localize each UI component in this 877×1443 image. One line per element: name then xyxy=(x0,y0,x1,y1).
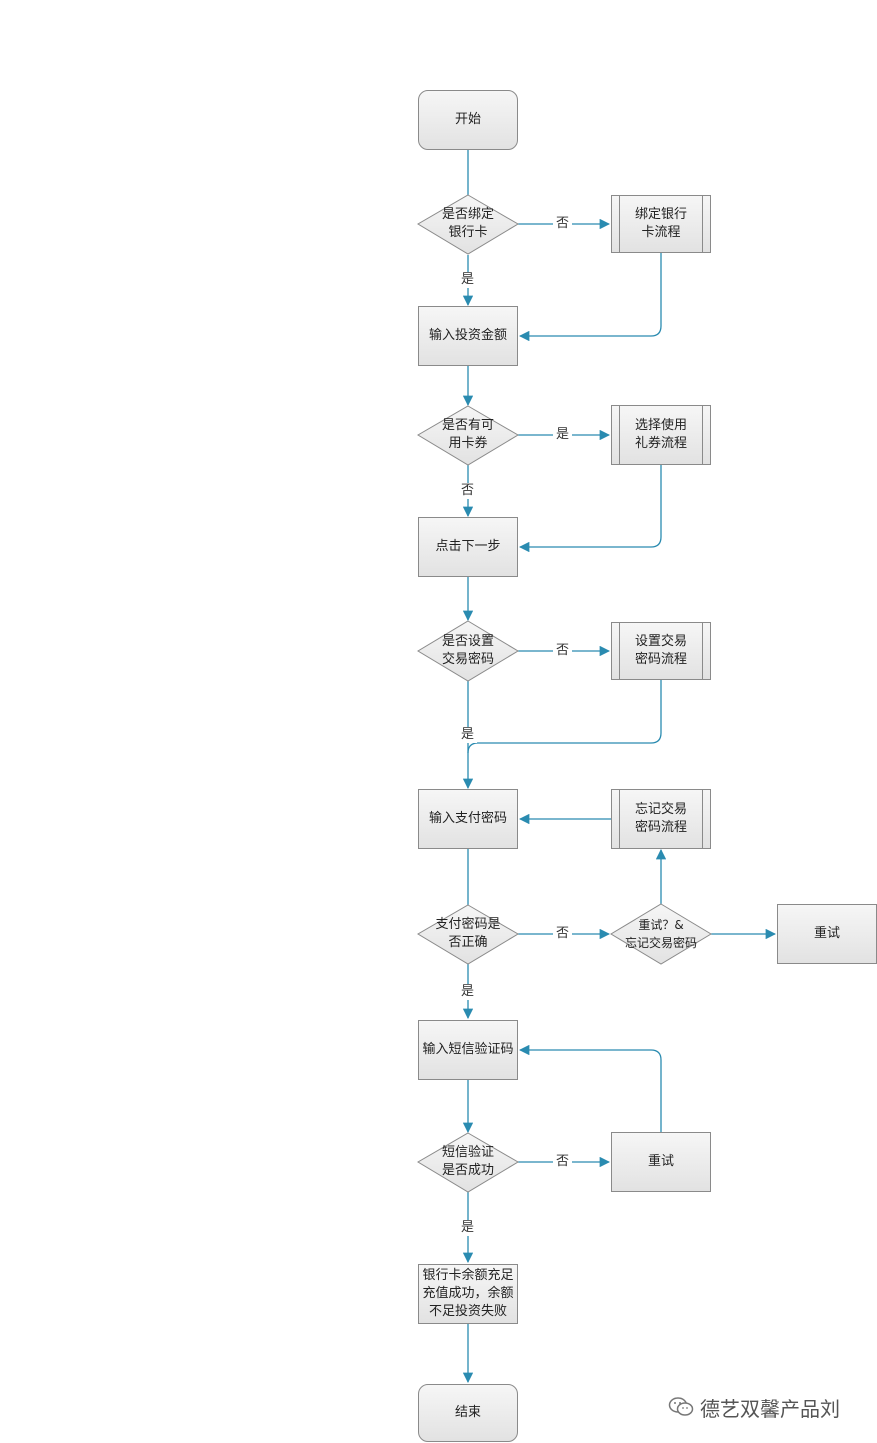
decision-pwdset-text: 是否设置 交易密码 xyxy=(441,634,494,667)
end-label: 结束 xyxy=(454,1405,481,1420)
start-node: 开始 xyxy=(418,90,518,150)
retry-process-2: 重试 xyxy=(611,1132,711,1192)
decision-sms-text: 短信验证 是否成功 xyxy=(441,1145,494,1178)
coupon-subprocess-label: 选择使用 礼券流程 xyxy=(634,418,687,451)
decision-sms-shape xyxy=(417,1132,519,1193)
edge-couponflow-return xyxy=(518,465,662,553)
edge-pwdsetflow-return xyxy=(467,680,662,754)
result-label: 银行卡余额充足 充值成功，余额 不足投资失败 xyxy=(422,1268,514,1319)
edge-label-bind-yes: 是 xyxy=(458,272,478,288)
next-step-label: 点击下一步 xyxy=(435,539,501,554)
input-sms-process: 输入短信验证码 xyxy=(418,1020,518,1080)
input-pwd-label: 输入支付密码 xyxy=(428,811,507,826)
edge-label-coupon-yes: 是 xyxy=(553,427,573,443)
input-amount-label: 输入投资金额 xyxy=(428,328,507,343)
bind-card-subprocess-label: 绑定银行 卡流程 xyxy=(634,207,687,240)
edge-label-pwdok-no: 否 xyxy=(553,926,573,942)
decision-retry-text: 重试？& 忘记交易密码 xyxy=(624,918,697,950)
decision-pwdset-shape xyxy=(417,620,519,682)
retry-process-1: 重试 xyxy=(777,904,877,964)
edge-retry2-return xyxy=(518,1044,662,1132)
edge-bindflow-return xyxy=(518,253,662,342)
end-node: 结束 xyxy=(418,1384,518,1442)
coupon-subprocess: 选择使用 礼券流程 xyxy=(611,405,711,465)
watermark: 德艺双馨产品刘 xyxy=(668,1390,858,1424)
start-label: 开始 xyxy=(454,112,481,127)
wechat-logo-icon xyxy=(668,1397,694,1416)
retry-1-label: 重试 xyxy=(813,926,840,941)
decision-coupon-shape xyxy=(417,405,519,466)
edge-label-pwdset-no: 否 xyxy=(553,643,573,659)
pwd-set-subprocess: 设置交易 密码流程 xyxy=(611,622,711,680)
retry-2-label: 重试 xyxy=(647,1154,674,1169)
edge-label-pwdok-yes: 是 xyxy=(458,984,478,1000)
input-sms-label: 输入短信验证码 xyxy=(422,1042,514,1057)
next-step-process: 点击下一步 xyxy=(418,517,518,577)
pwd-set-subprocess-label: 设置交易 密码流程 xyxy=(634,634,687,667)
edge-label-pwdset-yes: 是 xyxy=(458,727,478,743)
decision-coupon-text: 是否有可 用卡券 xyxy=(441,418,494,451)
bind-card-subprocess: 绑定银行 卡流程 xyxy=(611,195,711,253)
edge-label-sms-no: 否 xyxy=(553,1154,573,1170)
forgot-pwd-subprocess: 忘记交易 密码流程 xyxy=(611,789,711,849)
decision-bind-shape xyxy=(417,194,519,255)
decision-pwdok-text: 支付密码是 否正确 xyxy=(435,917,501,950)
decision-bind-text: 是否绑定 银行卡 xyxy=(441,207,494,240)
edge-label-coupon-no: 否 xyxy=(458,483,478,499)
edge-label-bind-no: 否 xyxy=(553,216,573,232)
input-amount-process: 输入投资金额 xyxy=(418,306,518,366)
result-process: 银行卡余额充足 充值成功，余额 不足投资失败 xyxy=(418,1264,518,1324)
decision-pwdok-shape xyxy=(417,904,519,965)
input-pwd-process: 输入支付密码 xyxy=(418,789,518,849)
watermark-text: 德艺双馨产品刘 xyxy=(700,1396,840,1421)
decision-retry-shape xyxy=(610,903,712,965)
forgot-pwd-subprocess-label: 忘记交易 密码流程 xyxy=(634,802,687,835)
edge-label-sms-yes: 是 xyxy=(458,1220,478,1236)
